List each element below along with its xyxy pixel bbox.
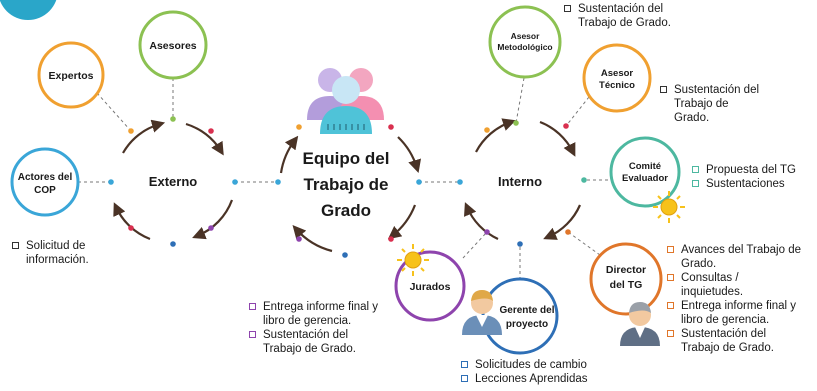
node-comite-evaluador: Comité Evaluador [609, 136, 681, 208]
note-jurados-item-2: Sustentación del Trabajo de Grado. [263, 329, 356, 355]
checkbox-icon [667, 246, 674, 253]
node-jurados: Jurados [394, 250, 466, 322]
node-gerente-label-1: Gerente del [499, 305, 554, 316]
node-comite-label-2: Evaluador [622, 173, 668, 184]
node-metodologico-label-2: Metodológico [497, 42, 552, 52]
note-jurados-item-1: Entrega informe final y libro de gerenci… [263, 301, 379, 327]
center-title-line-3: Grado [321, 201, 371, 220]
node-actores-label-2: COP [34, 185, 56, 196]
checkbox-icon [12, 242, 19, 249]
checkbox-icon [461, 361, 468, 368]
checkbox-icon [667, 330, 674, 337]
checkbox-icon [564, 5, 571, 12]
note-director-item-1: Avances del Trabajo de Grado. [681, 244, 801, 270]
checkbox-icon [667, 274, 674, 281]
note-tecnico: Sustentación del Trabajo de Grado. [660, 83, 810, 125]
externo-label: Externo [149, 174, 197, 189]
note-actores: Solicitud de información. [12, 239, 162, 267]
node-gerente-label-2: proyecto [506, 319, 548, 330]
node-asesor-metodologico: Asesor Metodológico [488, 5, 562, 79]
note-comite-item-1: Propuesta del TG [706, 164, 796, 176]
note-actores-item-1: Solicitud de información. [26, 240, 89, 266]
node-metodologico-label-1: Asesor [511, 31, 541, 41]
ring-dots [108, 116, 587, 258]
note-gerente-item-1: Solicitudes de cambio [475, 359, 587, 371]
person-avatar-icon [462, 290, 502, 335]
note-comite-item-2: Sustentaciones [706, 178, 785, 190]
checkbox-icon [692, 166, 699, 173]
person-avatar-icon [620, 302, 660, 346]
note-top: Sustentación del Trabajo de Grado. [564, 2, 724, 30]
node-asesores: Asesores [138, 10, 208, 80]
node-actores-label-1: Actores del [18, 172, 73, 183]
center-cycle [279, 135, 422, 253]
interno-cycle [464, 118, 582, 240]
sun-icon [397, 244, 429, 276]
node-director-label-2: del TG [610, 279, 643, 291]
node-asesor-tecnico: Asesor Técnico [582, 43, 652, 113]
node-director-label-1: Director [606, 264, 646, 276]
center-title-line-2: Trabajo de [303, 175, 388, 194]
node-gerente-proyecto: Gerente del proyecto [481, 277, 559, 355]
checkbox-icon [667, 302, 674, 309]
note-jurados: Entrega informe final y libro de gerenci… [249, 300, 409, 356]
node-jurados-label: Jurados [410, 281, 451, 293]
interno-label: Interno [498, 174, 542, 189]
checkbox-icon [692, 180, 699, 187]
sun-icon [653, 191, 685, 223]
checkbox-icon [249, 303, 256, 310]
note-comite: Propuesta del TG Sustentaciones [692, 163, 817, 191]
checkbox-icon [660, 86, 667, 93]
note-gerente-item-2: Lecciones Aprendidas [475, 373, 588, 385]
node-tecnico-label-1: Asesor [601, 68, 634, 79]
node-asesores-label: Asesores [149, 40, 196, 52]
node-comite-label-1: Comité [629, 161, 661, 172]
connector-lines [78, 77, 608, 280]
logo-corner-icon [0, 0, 57, 20]
note-director-item-2: Consultas / inquietudes. [681, 272, 744, 298]
people-group-icon [307, 68, 384, 134]
note-director-item-4: Sustentación del Trabajo de Grado. [681, 328, 774, 354]
note-tecnico-item-1: Sustentación del Trabajo de Grado. [674, 84, 760, 124]
node-director-tg: Director del TG [589, 242, 663, 316]
checkbox-icon [249, 331, 256, 338]
center-title-line-1: Equipo del [303, 149, 390, 168]
node-expertos-label: Expertos [49, 70, 94, 82]
node-actores-cop: Actores del COP [10, 147, 80, 217]
note-top-item-1: Sustentación del Trabajo de Grado. [578, 3, 671, 29]
node-tecnico-label-2: Técnico [599, 80, 635, 91]
note-director: Avances del Trabajo de Grado. Consultas … [667, 243, 817, 355]
note-director-item-3: Entrega informe final y libro de gerenci… [681, 300, 797, 326]
node-expertos: Expertos [37, 41, 105, 109]
note-gerente: Solicitudes de cambio Lecciones Aprendid… [461, 358, 621, 386]
checkbox-icon [461, 375, 468, 382]
